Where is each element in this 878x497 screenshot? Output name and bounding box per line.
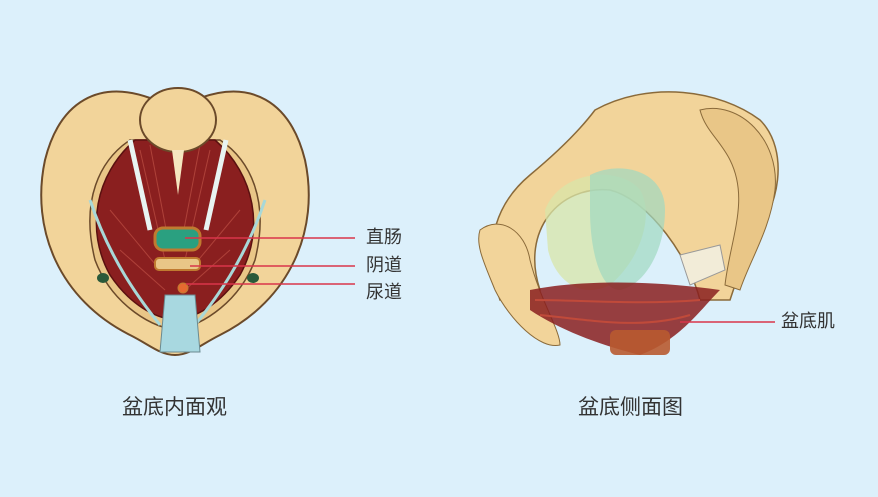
vagina bbox=[154, 257, 201, 271]
label-rectum: 直肠 bbox=[366, 227, 402, 248]
label-pelvic-floor-muscle: 盆底肌 bbox=[781, 311, 835, 332]
label-vagina: 阴道 bbox=[366, 255, 402, 276]
caption-inner-view: 盆底内面观 bbox=[122, 395, 227, 419]
sacrum bbox=[139, 87, 217, 153]
rectum bbox=[153, 226, 202, 252]
leader-lines bbox=[185, 237, 355, 285]
pelvic-floor-inner-view bbox=[40, 87, 355, 357]
urethra bbox=[177, 282, 189, 294]
caption-side-view: 盆底侧面图 bbox=[578, 395, 683, 419]
pelvic-floor-side-view bbox=[478, 91, 779, 355]
label-urethra: 尿道 bbox=[366, 282, 402, 303]
